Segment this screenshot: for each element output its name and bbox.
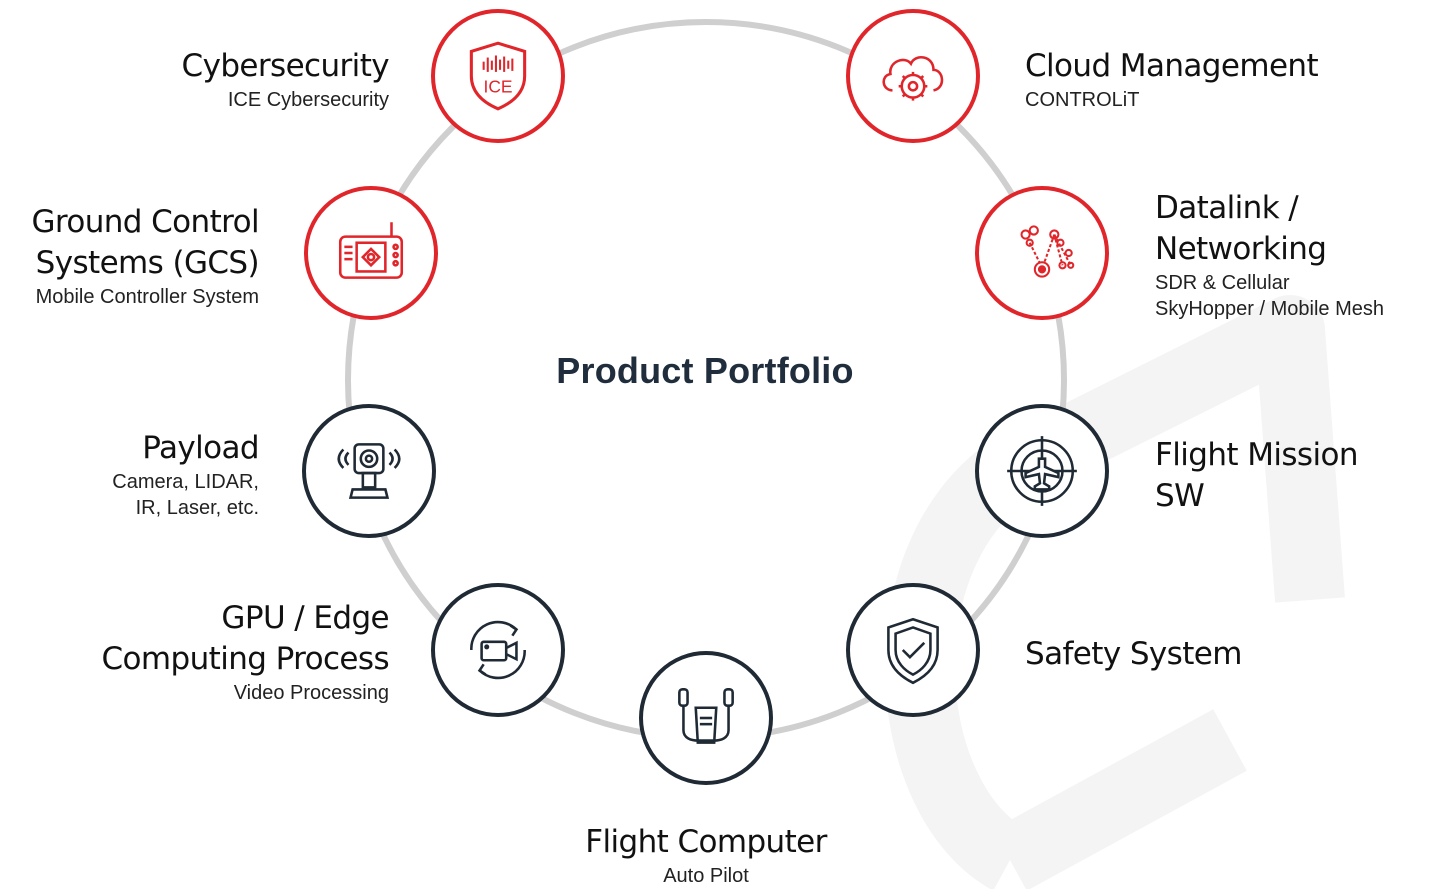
- flight-yoke-icon: [678, 688, 734, 744]
- label-title: SW: [1155, 478, 1205, 514]
- label-subtitle: CONTROLiT: [1025, 89, 1140, 111]
- label-flight-computer: Flight Computer Auto Pilot: [506, 822, 906, 889]
- label-title: Cybersecurity: [181, 48, 390, 84]
- radar-plane-icon: [1007, 436, 1077, 506]
- label-subtitle: Camera, LIDAR,: [112, 471, 259, 493]
- node-safety[interactable]: [846, 583, 980, 717]
- label-title: Networking: [1155, 231, 1327, 267]
- label-title: Flight Computer: [585, 824, 827, 860]
- ice-shield-icon: ICE: [469, 41, 527, 111]
- ice-icon-text: ICE: [483, 76, 512, 96]
- page-title: Product Portfolio: [556, 350, 854, 391]
- label-gpu: GPU / Edge Computing Process Video Proce…: [101, 598, 390, 706]
- label-title: Cloud Management: [1025, 48, 1319, 84]
- camera-gimbal-icon: [337, 443, 401, 499]
- label-subtitle: SkyHopper / Mobile Mesh: [1155, 298, 1384, 320]
- cloud-gear-icon: [882, 56, 944, 101]
- label-subtitle: IR, Laser, etc.: [135, 497, 259, 519]
- node-payload[interactable]: [302, 404, 436, 538]
- label-cloud: Cloud Management CONTROLiT: [1025, 46, 1319, 113]
- label-flight-mission: Flight Mission SW: [1155, 435, 1358, 517]
- label-title: GPU / Edge: [221, 600, 389, 636]
- controller-icon: [338, 222, 404, 279]
- shield-check-icon: [887, 617, 939, 685]
- label-payload: Payload Camera, LIDAR, IR, Laser, etc.: [112, 428, 259, 521]
- label-datalink: Datalink / Networking SDR & Cellular Sky…: [1155, 188, 1384, 322]
- node-datalink[interactable]: [975, 186, 1109, 320]
- label-subtitle: Auto Pilot: [663, 865, 749, 887]
- label-cybersecurity: Cybersecurity ICE Cybersecurity: [181, 46, 390, 113]
- label-title: Datalink /: [1155, 190, 1299, 226]
- node-gpu[interactable]: [431, 583, 565, 717]
- node-flight-mission[interactable]: [975, 404, 1109, 538]
- label-subtitle: SDR & Cellular: [1155, 272, 1290, 294]
- label-subtitle: Mobile Controller System: [35, 286, 259, 308]
- label-title: Flight Mission: [1155, 437, 1358, 473]
- node-cloud[interactable]: [846, 9, 980, 143]
- label-title: Systems (GCS): [35, 245, 260, 281]
- label-title: Payload: [142, 430, 259, 466]
- network-nodes-icon: [1020, 225, 1075, 278]
- video-processing-icon: [470, 620, 526, 680]
- label-subtitle: ICE Cybersecurity: [227, 89, 389, 111]
- label-title: Ground Control: [31, 204, 259, 240]
- node-flight-computer[interactable]: [639, 651, 773, 785]
- label-safety: Safety System: [1025, 634, 1242, 675]
- label-title: Computing Process: [101, 641, 390, 677]
- label-gcs: Ground Control Systems (GCS) Mobile Cont…: [31, 202, 259, 310]
- label-title: Safety System: [1025, 636, 1242, 672]
- node-gcs[interactable]: [304, 186, 438, 320]
- label-subtitle: Video Processing: [233, 682, 389, 704]
- node-cybersecurity[interactable]: ICE: [431, 9, 565, 143]
